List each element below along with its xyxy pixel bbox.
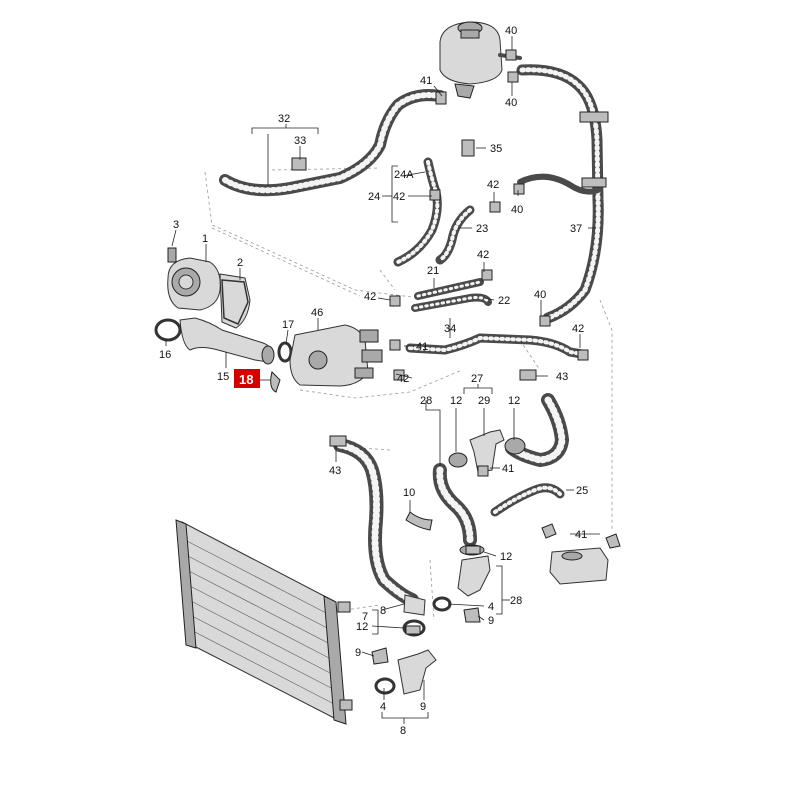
label-12c: 12 <box>500 551 512 563</box>
hose-25 <box>490 483 565 517</box>
label-33: 33 <box>294 135 306 147</box>
label-9c: 9 <box>420 701 426 713</box>
label-8a: 8 <box>380 605 386 617</box>
label-2: 2 <box>237 257 243 269</box>
thermostat-housing <box>270 324 383 393</box>
label-23: 23 <box>476 223 488 235</box>
label-43a: 43 <box>556 371 568 383</box>
label-16: 16 <box>159 349 171 361</box>
leader-lines <box>165 36 600 724</box>
label-37: 37 <box>570 223 582 235</box>
label-12a: 12 <box>450 395 462 407</box>
label-27: 27 <box>471 373 483 385</box>
hose-37 <box>516 64 609 324</box>
label-17: 17 <box>282 319 294 331</box>
label-42a: 42 <box>393 191 405 203</box>
label-32: 32 <box>278 113 290 125</box>
label-34: 34 <box>444 323 456 335</box>
label-42f: 42 <box>397 373 409 385</box>
coolant-pipe-15 <box>154 317 293 365</box>
label-42e: 42 <box>572 323 584 335</box>
label-28b: 28 <box>510 595 522 607</box>
label-29: 29 <box>478 395 490 407</box>
label-41d: 41 <box>575 529 587 541</box>
label-40d: 40 <box>534 289 546 301</box>
label-4b: 4 <box>380 701 386 713</box>
label-41b: 41 <box>416 341 428 353</box>
label-42b: 42 <box>487 179 499 191</box>
label-7: 7 <box>362 611 368 623</box>
label-42d: 42 <box>364 291 376 303</box>
hose-43 <box>333 438 426 616</box>
label-25: 25 <box>576 485 588 497</box>
part-labels: 32 33 24A 24 42 35 40 40 41 42 40 37 23 … <box>159 25 588 737</box>
lower-connectors <box>371 511 491 695</box>
label-9a: 9 <box>488 615 494 627</box>
radiator <box>175 519 353 725</box>
label-10: 10 <box>403 487 415 499</box>
expansion-tank <box>439 21 522 99</box>
label-42c: 42 <box>477 249 489 261</box>
label-9b: 9 <box>355 647 361 659</box>
hose-32 <box>219 89 446 197</box>
label-18: 18 <box>239 372 253 387</box>
hose-12 <box>504 393 569 467</box>
label-40b: 40 <box>505 97 517 109</box>
label-12b: 12 <box>508 395 520 407</box>
label-40a: 40 <box>505 25 517 37</box>
label-43b: 43 <box>329 465 341 477</box>
label-21: 21 <box>427 265 439 277</box>
label-28a: 28 <box>420 395 432 407</box>
label-41a: 41 <box>420 75 432 87</box>
hose-34 <box>405 333 587 359</box>
label-4a: 4 <box>488 601 494 613</box>
label-46: 46 <box>311 307 323 319</box>
small-hoses <box>393 157 492 312</box>
label-40c: 40 <box>511 204 523 216</box>
label-41c: 41 <box>502 463 514 475</box>
label-35: 35 <box>490 143 502 155</box>
label-8b: 8 <box>400 725 406 737</box>
connector-29 <box>448 429 505 473</box>
hose-28 <box>432 463 477 547</box>
label-1: 1 <box>202 233 208 245</box>
label-15: 15 <box>217 371 229 383</box>
water-pump <box>167 247 251 329</box>
label-12d: 12 <box>356 621 368 633</box>
label-24: 24 <box>368 191 380 203</box>
highlight-box-18 <box>234 369 260 388</box>
label-22: 22 <box>498 295 510 307</box>
label-3: 3 <box>173 219 179 231</box>
label-24A: 24A <box>394 169 414 181</box>
oil-cooler <box>541 523 621 585</box>
